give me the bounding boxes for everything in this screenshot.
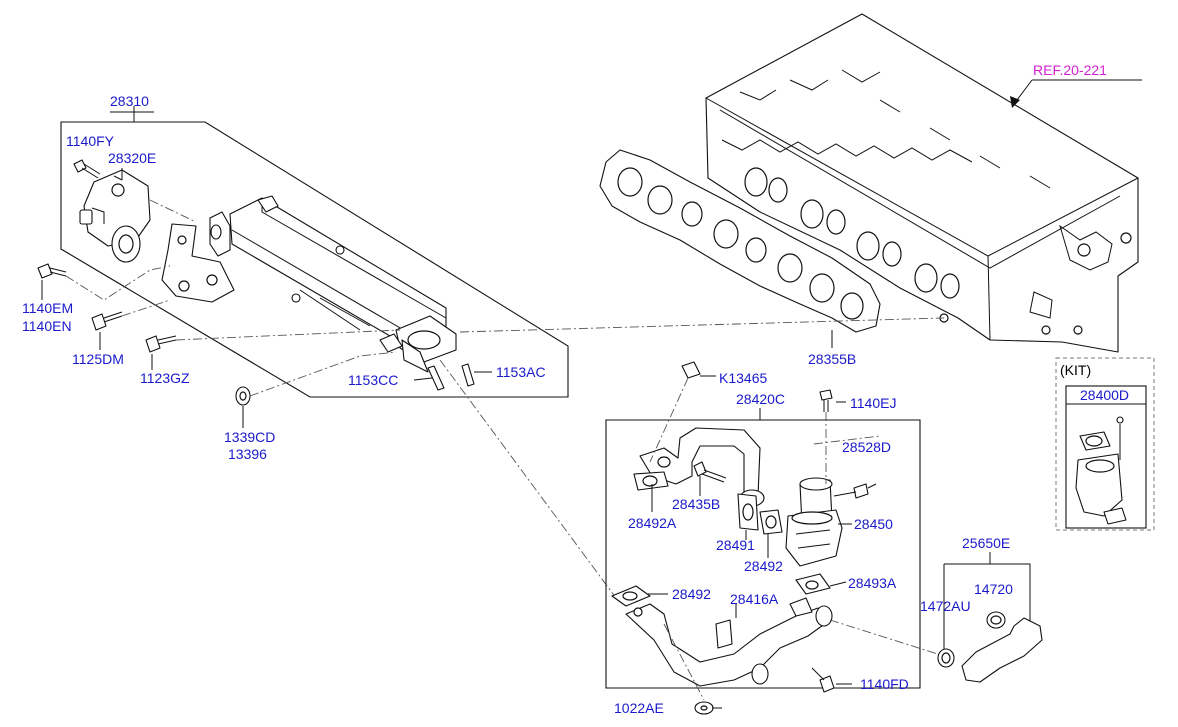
part-label-13396[interactable]: 13396	[228, 446, 267, 462]
part-label-28320e[interactable]: 28320E	[108, 150, 156, 166]
part-label-1472au[interactable]: 1472AU	[920, 598, 971, 614]
lower-leader-lines	[648, 375, 945, 709]
hose-and-clamps-illustration	[937, 552, 1043, 683]
part-label-28400d[interactable]: 28400D	[1080, 387, 1129, 403]
kit-caption: (KIT)	[1060, 362, 1091, 378]
part-label-28450[interactable]: 28450	[854, 516, 893, 532]
kit-frame	[1055, 357, 1155, 531]
part-label-1339cd[interactable]: 1339CD	[224, 429, 275, 445]
part-label-1140em[interactable]: 1140EM	[22, 300, 73, 316]
part-label-28492-upper[interactable]: 28492	[744, 558, 783, 574]
part-label-28310[interactable]: 28310	[110, 93, 149, 109]
part-label-25650e[interactable]: 25650E	[962, 535, 1010, 551]
egr-pipe-assembly-frame	[605, 408, 921, 689]
part-label-28435b[interactable]: 28435B	[672, 496, 720, 512]
lower-fasteners-illustration	[681, 361, 835, 715]
lower-gaskets-illustration	[611, 471, 831, 607]
ref-leader-arrow	[1010, 79, 1142, 108]
part-label-1153cc[interactable]: 1153CC	[348, 372, 398, 388]
egr-pipe-lower-illustration	[625, 597, 833, 687]
part-label-1140fy[interactable]: 1140FY	[66, 133, 115, 149]
part-label-28491[interactable]: 28491	[716, 537, 755, 553]
part-label-28416a[interactable]: 28416A	[730, 591, 779, 607]
cylinder-head-illustration	[705, 13, 1139, 353]
part-label-28420c[interactable]: 28420C	[736, 391, 785, 407]
ref-20-221-link[interactable]: REF.20-221	[1033, 62, 1107, 78]
part-label-14720[interactable]: 14720	[974, 581, 1013, 597]
egr-cooler-illustration	[209, 195, 457, 373]
upper-fasteners-illustration	[37, 159, 475, 406]
part-label-1123gz[interactable]: 1123GZ	[140, 370, 190, 386]
part-label-1140fd[interactable]: 1140FD	[860, 676, 909, 692]
part-label-28493a[interactable]: 28493A	[848, 575, 897, 591]
part-label-1153ac[interactable]: 1153AC	[496, 364, 546, 380]
egr-actuator-illustration	[79, 169, 151, 263]
part-label-1140ej[interactable]: 1140EJ	[850, 395, 896, 411]
part-label-1022ae[interactable]: 1022AE	[614, 700, 664, 716]
egr-cooler-assembly-frame	[60, 106, 569, 398]
manifold-gasket-illustration	[599, 149, 881, 333]
part-label-1125dm[interactable]: 1125DM	[72, 351, 124, 367]
upper-leader-lines	[41, 168, 945, 599]
egr-bracket-illustration	[161, 223, 235, 303]
part-label-1140en[interactable]: 1140EN	[22, 318, 72, 334]
egr-valve-illustration	[785, 477, 869, 567]
part-label-28492-lower[interactable]: 28492	[672, 586, 711, 602]
part-label-28355b[interactable]: 28355B	[808, 351, 856, 367]
part-label-28528d[interactable]: 28528D	[842, 439, 891, 455]
part-label-28492a[interactable]: 28492A	[628, 515, 677, 531]
part-label-k13465[interactable]: K13465	[719, 370, 767, 386]
